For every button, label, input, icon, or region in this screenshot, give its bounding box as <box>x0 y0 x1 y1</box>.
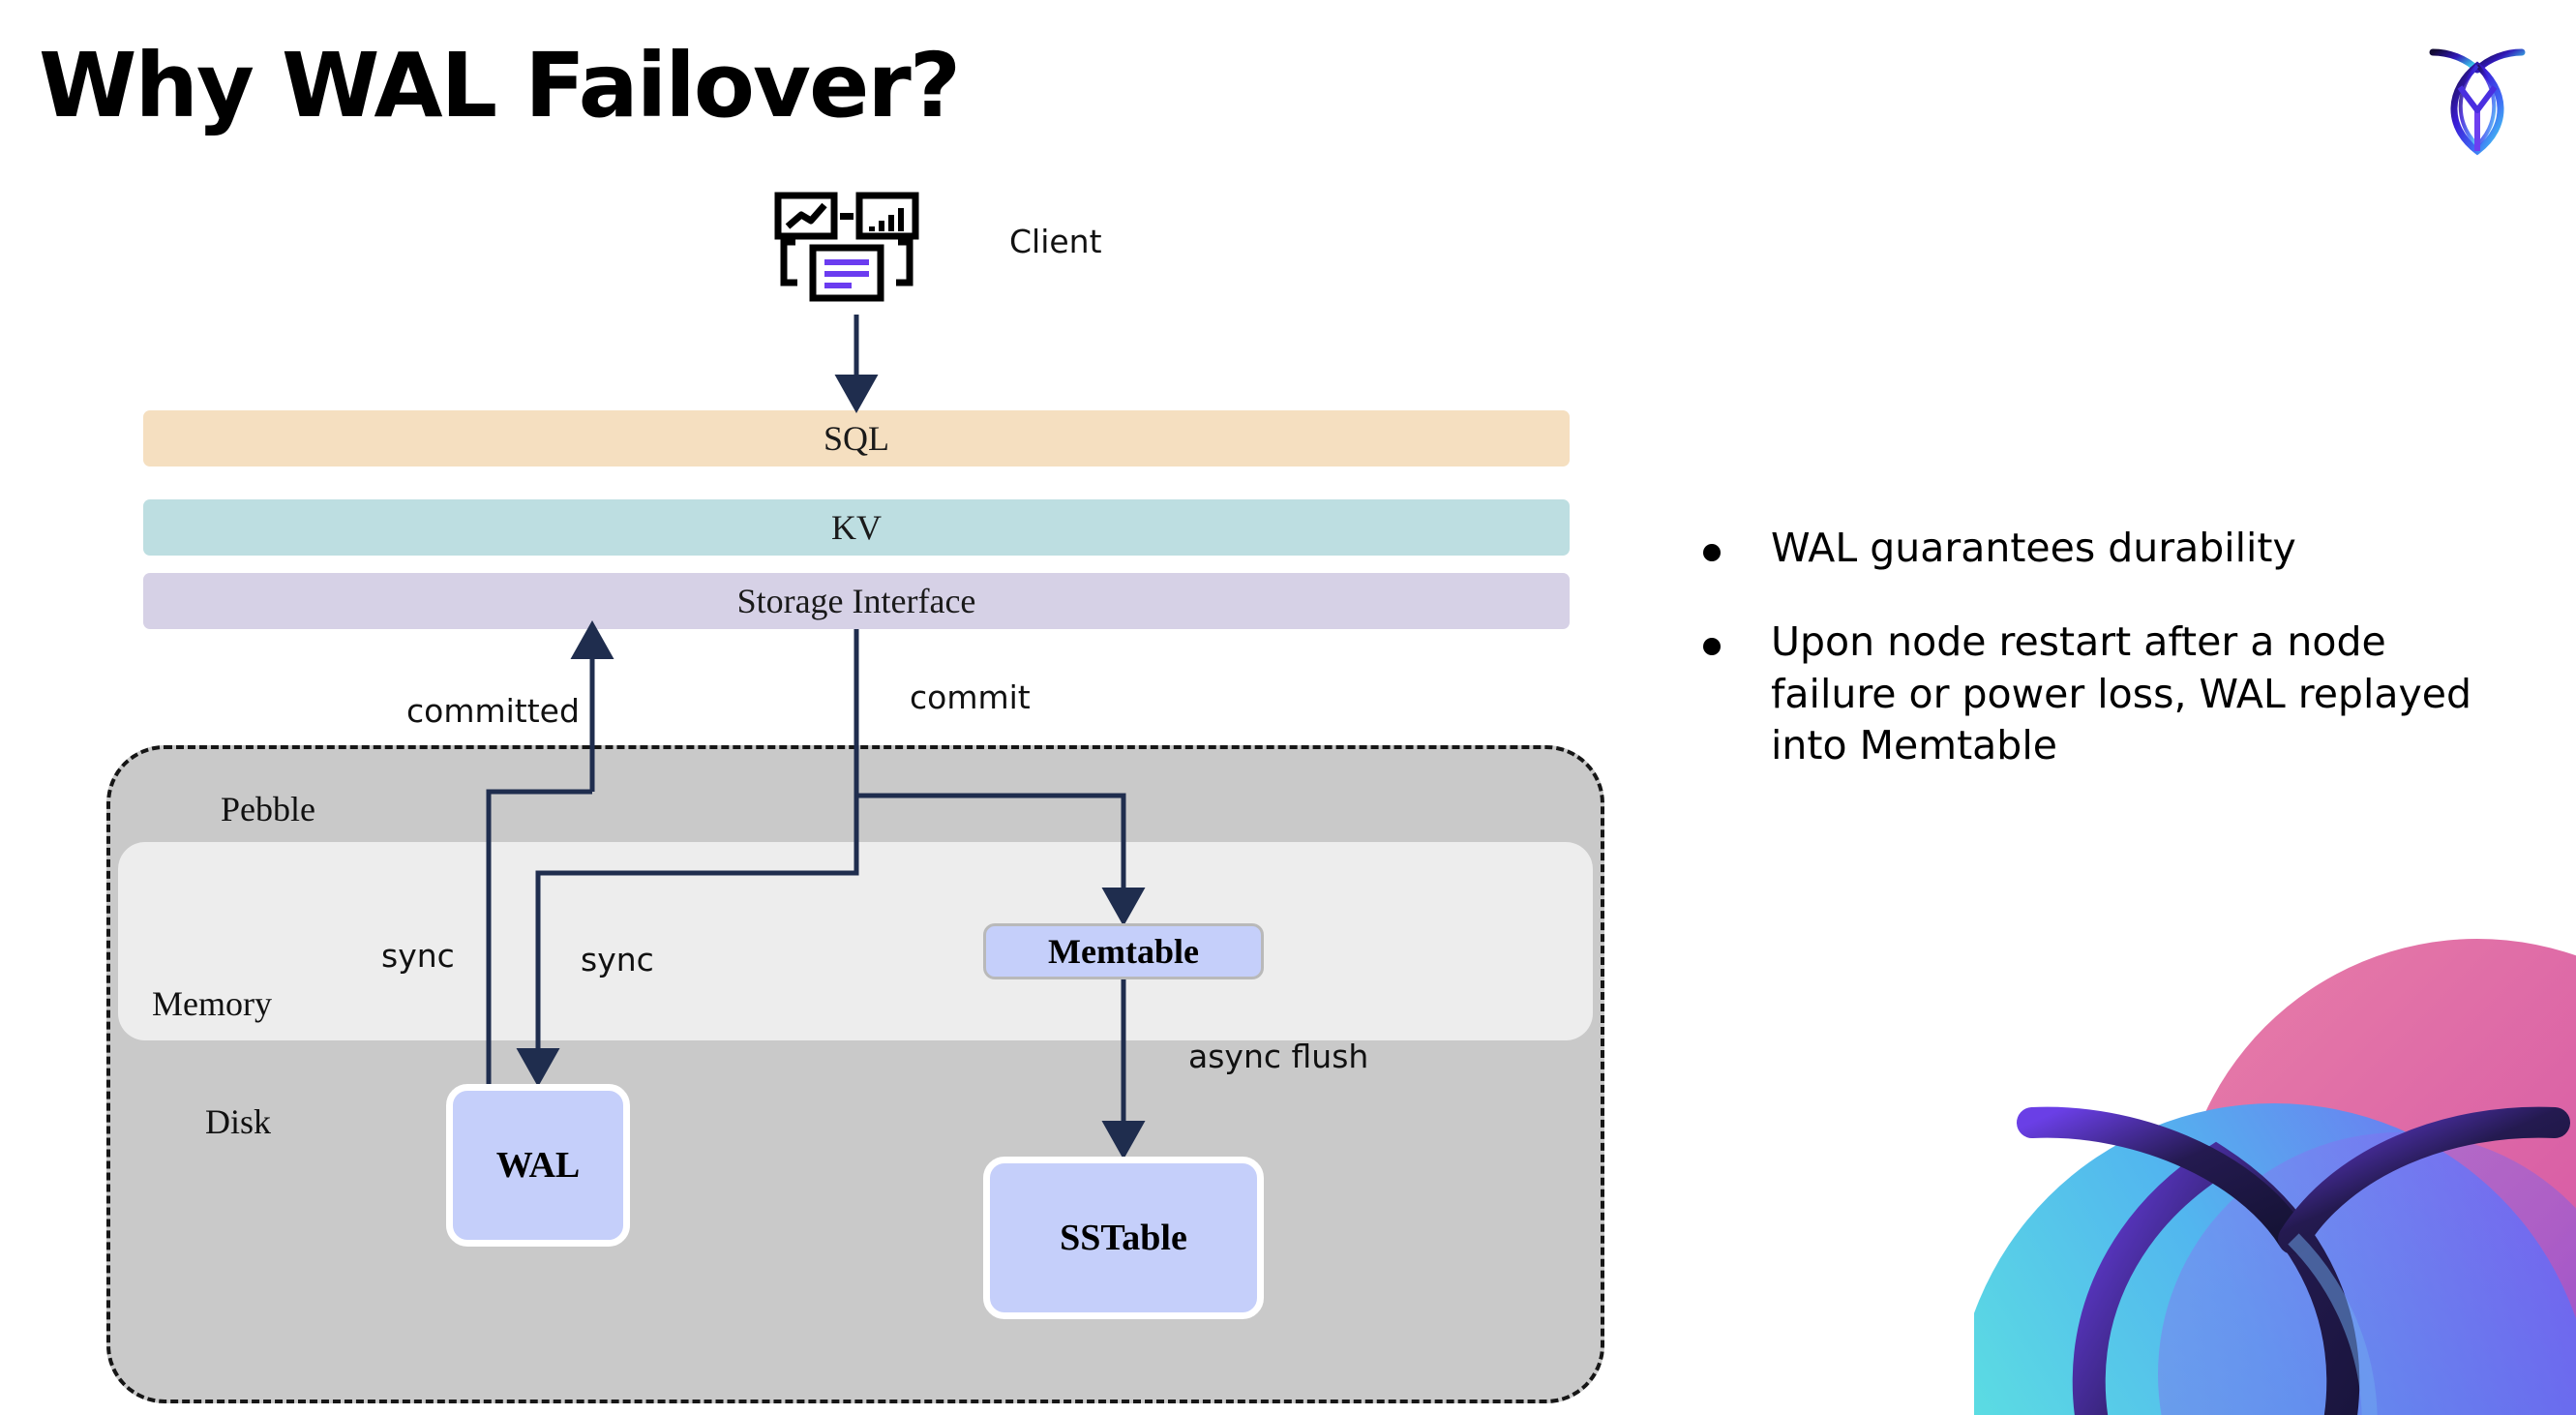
client-dashboard-icon <box>774 192 919 302</box>
node-label-memtable: Memtable <box>1048 932 1199 971</box>
edge-wal-sync-return <box>486 789 592 1094</box>
edge-label-async-flush: async flush <box>1188 1038 1369 1075</box>
cockroach-labs-logo <box>2429 48 2526 156</box>
pebble-label: Pebble <box>221 790 315 828</box>
edge-label-sync-left: sync <box>381 937 455 975</box>
node-label-wal: WAL <box>495 1145 581 1186</box>
layer-label-kv: KV <box>831 508 882 547</box>
layer-bar-kv: KV <box>143 499 1570 556</box>
page-title: Why WAL Failover? <box>39 34 961 137</box>
memory-label: Memory <box>152 984 272 1023</box>
bullet-dot-icon <box>1703 544 1721 561</box>
list-item: Upon node restart after a node failure o… <box>1703 617 2497 771</box>
edge-storage-to-memtable <box>854 629 1146 927</box>
disk-label: Disk <box>205 1102 272 1141</box>
bullet-text: WAL guarantees durability <box>1771 525 2296 571</box>
node-wal: WAL <box>446 1084 630 1247</box>
diagram-connectors <box>486 315 1146 1160</box>
edge-label-commit: commit <box>910 678 1031 716</box>
node-label-sstable: SSTable <box>1060 1218 1187 1258</box>
node-sstable: SSTable <box>983 1157 1264 1319</box>
layer-bar-sql: SQL <box>143 410 1570 467</box>
bullet-text: Upon node restart after a node failure o… <box>1771 618 2471 768</box>
layer-label-storage-interface: Storage Interface <box>736 582 976 620</box>
bullet-list: WAL guarantees durability Upon node rest… <box>1703 523 2497 814</box>
bullet-dot-icon <box>1703 638 1721 656</box>
layer-label-sql: SQL <box>823 419 889 458</box>
layer-bar-storage-interface: Storage Interface <box>143 573 1570 629</box>
decorative-corner-graphic <box>1974 939 2576 1415</box>
client-label: Client <box>1009 223 1102 260</box>
node-memtable: Memtable <box>983 923 1264 979</box>
edge-storage-to-wal-sync <box>516 629 859 1088</box>
edge-label-sync-right: sync <box>581 941 654 978</box>
list-item: WAL guarantees durability <box>1703 523 2497 574</box>
edge-label-committed: committed <box>406 692 580 730</box>
